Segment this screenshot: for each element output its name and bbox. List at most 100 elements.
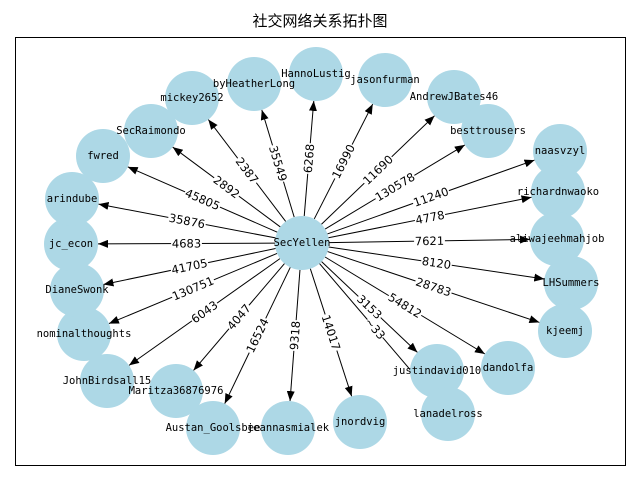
edge-weight-label: 7621 [415, 234, 444, 248]
edge-weight-label: 11240 [411, 184, 450, 209]
edge-weight-background [209, 172, 244, 202]
node-label-jeannasmialek: jeannasmialek [247, 422, 330, 434]
edge-weight-background [187, 297, 222, 327]
edge-weight-label: 35876 [168, 211, 207, 232]
node-label-naasvzyl: naasvzyl [535, 145, 586, 157]
edge-weight-label: 41705 [170, 256, 209, 277]
node-besttrousers [461, 104, 515, 158]
edge-weight-group: 54812 [385, 289, 425, 322]
edge-weight-background [372, 169, 418, 205]
edge-weight-label: 54812 [386, 290, 425, 321]
node-dandolfa [481, 341, 535, 395]
node-label-richardnwaoko: richardnwaoko [517, 186, 599, 198]
node-LHSummers [544, 256, 598, 310]
edge-weight-group: 35549 [265, 143, 291, 184]
node-jnordvig [333, 395, 387, 449]
node-label-jnordvig: jnordvig [335, 416, 386, 428]
edge-weight-label: 28783 [414, 275, 453, 300]
node-label-nominalthoughts: nominalthoughts [37, 328, 132, 340]
node-justindavid010 [410, 344, 464, 398]
node-label-dandolfa: dandolfa [483, 362, 534, 374]
edge-weight-background [353, 291, 386, 323]
node-byHeatherLong [227, 57, 281, 111]
edge-weight-label: 9318 [287, 320, 303, 350]
node-jc_econ [44, 217, 98, 271]
edge-weight-background [420, 253, 453, 273]
edge-weight-group: 4047 [223, 300, 255, 334]
edge-weight-background [410, 184, 452, 210]
edge-weight-label: 16990 [329, 142, 358, 181]
node-DianeSwonk [50, 263, 104, 317]
edge-weight-label: ~33 [362, 315, 388, 343]
edge-weight-group: 9318 [286, 319, 304, 352]
edge-weight-background [167, 210, 207, 232]
edge-weight-group: 28783 [413, 274, 454, 300]
node-Maritza36876976 [149, 364, 203, 418]
edge-weight-background [362, 314, 388, 343]
edge-weight-background [171, 236, 202, 251]
edge-weight-background [223, 300, 255, 334]
node-arindube [45, 172, 99, 226]
node-Austan_Goolsbee [186, 401, 240, 455]
node-label-Austan_Goolsbee: Austan_Goolsbee [166, 422, 261, 434]
node-mickey2652 [165, 71, 219, 125]
node-jeannasmialek [261, 401, 315, 455]
node-naasvzyl [533, 124, 587, 178]
edge-weight-label: 16524 [243, 316, 271, 355]
node-label-aliwajeehmahjob: aliwajeehmahjob [510, 233, 605, 245]
edge-weight-background [328, 141, 359, 182]
edge-weight-group: 4683 [171, 236, 202, 251]
edge-weight-label: 6268 [301, 143, 317, 173]
edge-weight-background [286, 319, 304, 352]
node-label-mickey2652: mickey2652 [160, 92, 223, 104]
node-JohnBirdsall15 [80, 354, 134, 408]
node-label-JohnBirdsall15: JohnBirdsall15 [63, 375, 152, 387]
node-label-Maritza36876976: Maritza36876976 [129, 385, 224, 397]
edge-weight-group: ~33 [362, 315, 388, 343]
edge-weight-label: 45805 [183, 186, 222, 213]
node-label-LHSummers: LHSummers [543, 277, 600, 289]
diagram-frame [15, 37, 626, 466]
edge-weight-label: 130751 [170, 274, 216, 304]
node-label-lanadelross: lanadelross [413, 408, 483, 420]
edge-weight-group: 41705 [169, 255, 210, 278]
edge-weight-background [232, 154, 262, 187]
edge-weight-group: 8120 [420, 253, 453, 273]
node-jasonfurman [358, 53, 412, 107]
node-HannoLustig [289, 47, 343, 101]
node-label-HannoLustig: HannoLustig [281, 68, 351, 80]
node-kjeemj [538, 304, 592, 358]
node-label-SecRaimondo: SecRaimondo [116, 125, 186, 137]
edge-weight-label: 14017 [319, 313, 344, 352]
edge-weight-label: 4778 [414, 208, 445, 227]
edge-weight-group: 35876 [167, 210, 207, 232]
node-SecRaimondo [124, 104, 178, 158]
edge-weight-background [385, 289, 425, 322]
node-label-jc_econ: jc_econ [49, 238, 93, 250]
node-label-jasonfurman: jasonfurman [350, 74, 420, 86]
edge-weight-group: 16990 [328, 141, 359, 182]
node-label-kjeemj: kjeemj [546, 325, 584, 337]
edge-weight-background [265, 143, 291, 184]
edge-weight-group: 16524 [242, 315, 273, 356]
node-label-DianeSwonk: DianeSwonk [45, 284, 109, 296]
node-label-byHeatherLong: byHeatherLong [213, 78, 295, 90]
node-SecYellen [275, 216, 329, 270]
node-aliwajeehmahjob [530, 212, 584, 266]
edge-weight-group: 11240 [410, 184, 452, 210]
edge-weight-background [182, 185, 223, 214]
node-label-SecYellen: SecYellen [274, 237, 331, 249]
diagram-title: 社交网络关系拓扑图 [252, 12, 388, 30]
edge-weight-group: 7621 [413, 233, 446, 249]
node-label-besttrousers: besttrousers [450, 125, 526, 137]
node-fwred [76, 129, 130, 183]
edge-weight-group: 6043 [187, 297, 222, 327]
edge-weight-background [413, 274, 454, 300]
node-richardnwaoko [531, 165, 585, 219]
edge-weight-group: 14017 [318, 312, 344, 353]
edge-weight-background [359, 151, 397, 189]
edge-weight-background [169, 255, 210, 278]
edge-weight-label: 35549 [266, 144, 290, 183]
edge-weight-group: 45805 [182, 185, 223, 214]
